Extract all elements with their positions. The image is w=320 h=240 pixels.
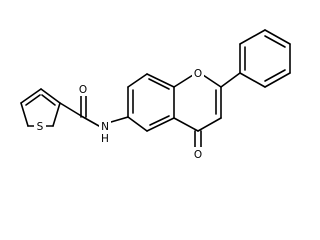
bond-c8a-c8-inner [148,78,170,90]
molecule-structure: S O N H O O [20,29,291,161]
bond-c3-c4-inner [41,94,56,106]
bond-ph-3-4-inner [264,35,286,48]
atom-amide-oxygen: O [79,84,87,96]
bond-ph-5-6-inner [264,69,286,82]
atom-labels: S O N H O O [34,66,204,161]
atom-amide-nitrogen: N [101,121,109,133]
atom-ring-oxygen: O [194,68,202,80]
bond-c8a-o1 [173,74,194,88]
bond-c5-c4a [146,117,175,132]
bond-ph-6-1 [239,72,266,88]
bond-ph-3-4 [264,29,291,45]
bond-ph-5-6 [264,72,291,88]
bond-c2-phenyl [220,72,241,88]
atom-amide-hydrogen: H [101,133,109,145]
atom-ketone-oxygen: O [194,149,202,161]
bonds [20,29,291,149]
bond-c2-c3-double [25,94,41,106]
bond-carbonyl-n [82,116,100,127]
bond-c4-c4a [173,117,199,132]
bond-c4-c5 [52,102,61,127]
atom-sulfur: S [37,121,44,133]
bond-n-aryl [110,116,129,123]
bond-c2-c3 [20,88,42,104]
bond-c8a-c8 [146,73,175,88]
bond-c8-c7 [127,73,148,88]
bond-c5-c4a-inner [149,115,170,126]
bond-c3-c4 [40,88,61,104]
bond-ring-carbonyl [59,102,84,118]
bond-ph-2-3 [239,29,266,45]
bond-c6-c5 [127,116,148,132]
bond-s-c2 [20,102,29,127]
bond-o1-c2 [202,74,222,88]
bond-c3-c4 [197,117,222,132]
